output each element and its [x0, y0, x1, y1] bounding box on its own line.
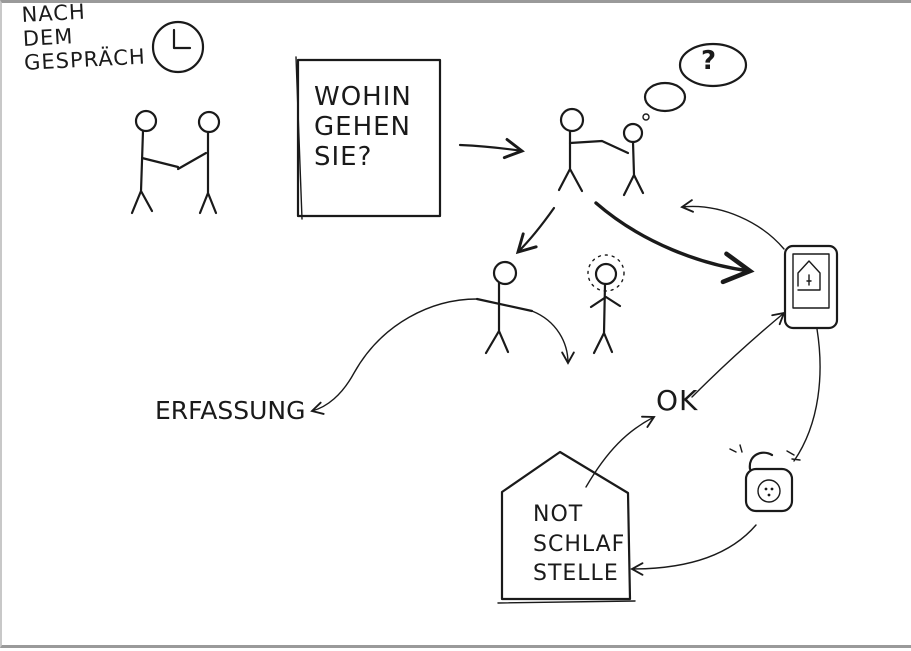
- shelter-line-2: SCHLAF: [533, 531, 626, 557]
- shelter-house-icon: [497, 450, 636, 604]
- sketch-drawing: [130, 20, 839, 604]
- question-line-1: WOHIN: [314, 82, 412, 112]
- arrow-pair-to-phone: [594, 201, 755, 285]
- arrow-person-down: [531, 310, 575, 365]
- arrow-ok-to-phone: [691, 311, 786, 398]
- question-line-3: SIE?: [314, 141, 373, 172]
- question-box: [295, 56, 442, 220]
- shelter-line-3: STELLE: [533, 561, 619, 587]
- line-phone-to-lock: [793, 328, 821, 462]
- arrow-pair-to-person: [515, 206, 556, 255]
- person-halo: [587, 254, 625, 355]
- arrow-shelter-to-ok: [585, 415, 656, 488]
- padlock-icon: [729, 444, 801, 513]
- clock-icon: [151, 20, 205, 74]
- thought-question-mark: ?: [701, 46, 718, 76]
- thinking-pair: [557, 107, 645, 197]
- registration-label: ERFASSUNG: [155, 396, 306, 425]
- person-middle: [475, 260, 534, 355]
- shelter-line-1: NOT: [533, 502, 584, 527]
- thought-bubble-icon: [642, 42, 748, 121]
- time-note: NACH DEM GESPRÄCH: [21, 0, 146, 75]
- arrow-to-registration: [310, 298, 478, 415]
- ok-label: OK: [656, 384, 699, 417]
- question-text: WOHIN GEHEN SIE?: [314, 82, 412, 173]
- arrow-phone-to-pair: [680, 199, 785, 250]
- question-line-2: GEHEN: [314, 111, 412, 142]
- handshake-people: [130, 109, 221, 215]
- arrow-box-to-pair: [458, 138, 525, 160]
- shelter-text: NOT SCHLAF STELLE: [533, 500, 625, 589]
- smartphone-icon: [783, 244, 839, 330]
- arrow-lock-to-shelter: [630, 524, 757, 576]
